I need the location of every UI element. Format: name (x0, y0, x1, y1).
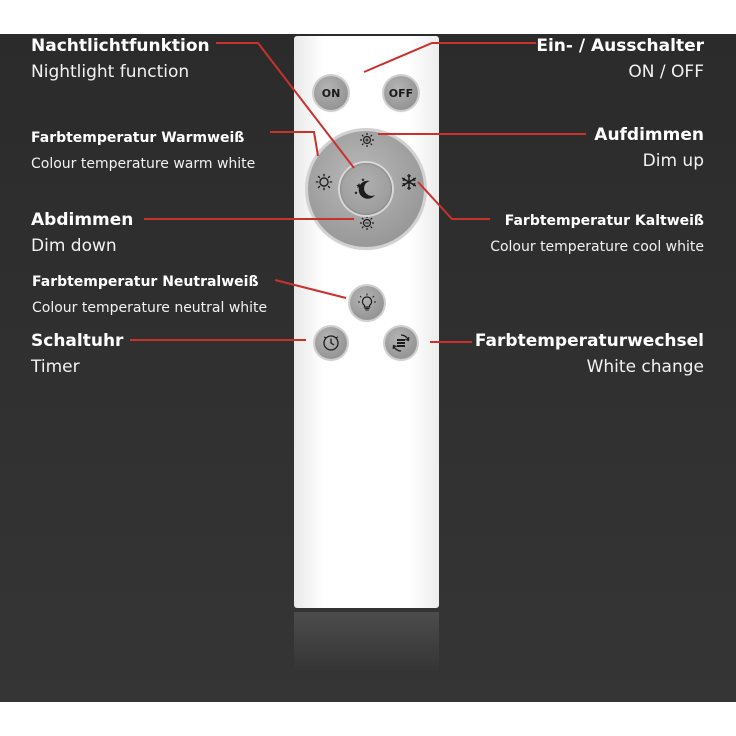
moon-stars-icon (354, 178, 375, 199)
label-neutral-en: Colour temperature neutral white (32, 300, 268, 316)
neutral-white-button[interactable] (350, 286, 384, 320)
label-onoff: Ein- / Ausschalter ON / OFF (536, 36, 704, 82)
label-warm-en: Colour temperature warm white (31, 156, 256, 172)
scene-background: ON OFF (0, 34, 736, 702)
off-button-label: OFF (388, 86, 414, 100)
label-onoff-de: Ein- / Ausschalter (536, 36, 704, 56)
label-onoff-en: ON / OFF (628, 62, 704, 82)
label-neutral: Farbtemperatur Neutralweiß Colour temper… (32, 272, 267, 318)
snowflake-icon[interactable] (400, 173, 418, 194)
label-cool: Farbtemperatur Kaltweiß Colour temperatu… (490, 211, 704, 257)
sun-plus-icon[interactable] (359, 132, 375, 151)
label-nightlight: Nachtlichtfunktion Nightlight function (31, 36, 210, 82)
label-nightlight-en: Nightlight function (31, 62, 190, 82)
on-button[interactable]: ON (314, 76, 348, 110)
label-neutral-de: Farbtemperatur Neutralweiß (32, 274, 259, 290)
on-button-label: ON (321, 86, 341, 100)
label-warm-de: Farbtemperatur Warmweiß (31, 130, 245, 146)
label-timer: Schaltuhr Timer (31, 331, 123, 377)
label-dimdown-de: Abdimmen (31, 210, 134, 230)
clock-icon (323, 335, 339, 351)
bulb-icon (358, 293, 376, 311)
sun-icon[interactable] (315, 173, 333, 194)
label-dimup-en: Dim up (642, 151, 704, 171)
label-dimup: Aufdimmen Dim up (594, 125, 704, 171)
white-change-button[interactable] (385, 327, 417, 359)
label-whitechange-en: White change (586, 357, 704, 377)
sun-minus-icon[interactable] (359, 215, 375, 234)
label-dimup-de: Aufdimmen (594, 125, 704, 145)
pointer-lines (130, 42, 586, 343)
label-whitechange: Farbtemperaturwechsel White change (475, 331, 704, 377)
label-cool-de: Farbtemperatur Kaltweiß (504, 213, 704, 229)
label-dimdown: Abdimmen Dim down (31, 210, 133, 256)
label-timer-en: Timer (31, 357, 80, 377)
timer-button[interactable] (315, 327, 347, 359)
nightlight-button[interactable] (340, 163, 392, 215)
label-nightlight-de: Nachtlichtfunktion (31, 36, 210, 56)
label-dimdown-en: Dim down (31, 236, 117, 256)
label-timer-de: Schaltuhr (31, 331, 124, 351)
color-cycle-icon (392, 334, 410, 352)
label-cool-en: Colour temperature cool white (490, 239, 704, 255)
off-button[interactable]: OFF (384, 76, 418, 110)
remote-reflection (294, 612, 439, 672)
label-whitechange-de: Farbtemperaturwechsel (474, 331, 704, 351)
label-warm: Farbtemperatur Warmweiß Colour temperatu… (31, 128, 255, 174)
